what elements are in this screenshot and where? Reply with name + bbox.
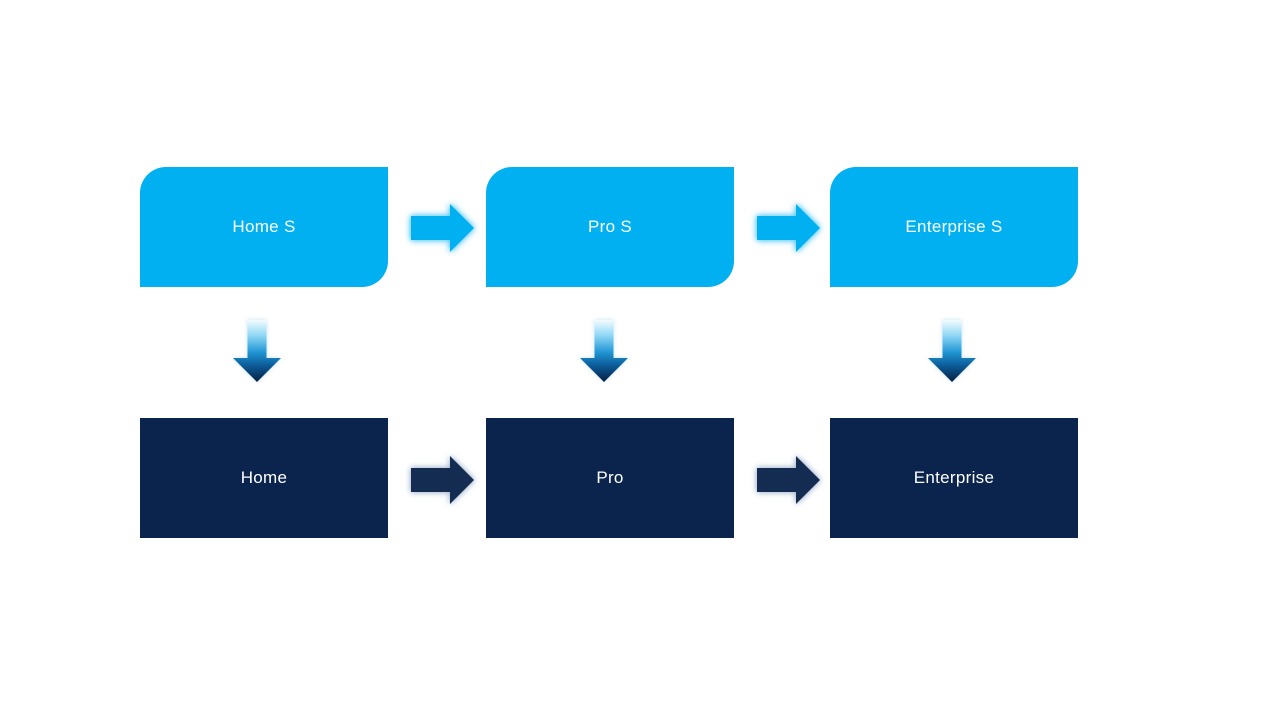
right-arrow-icon bbox=[411, 456, 474, 504]
right-arrow-shape bbox=[757, 456, 820, 504]
down-arrow-shape bbox=[580, 320, 628, 382]
box-enterprise-label: Enterprise bbox=[913, 468, 995, 487]
right-arrow-shape bbox=[411, 456, 474, 504]
box-pro-s: Pro S bbox=[486, 167, 734, 287]
box-home-s-label: Home S bbox=[232, 217, 296, 236]
right-arrow-icon bbox=[757, 204, 820, 252]
down-arrow-shape bbox=[928, 320, 976, 382]
box-pro-s-label: Pro S bbox=[587, 217, 633, 236]
box-home: Home bbox=[140, 418, 388, 538]
box-home-label: Home bbox=[240, 468, 288, 487]
down-arrow-icon bbox=[233, 320, 281, 382]
down-arrow-shape bbox=[233, 320, 281, 382]
down-arrow-icon bbox=[928, 320, 976, 382]
box-pro: Pro bbox=[486, 418, 734, 538]
box-pro-label: Pro bbox=[596, 468, 624, 487]
box-enterprise-s: Enterprise S bbox=[830, 167, 1078, 287]
box-home-s: Home S bbox=[140, 167, 388, 287]
box-enterprise: Enterprise bbox=[830, 418, 1078, 538]
right-arrow-shape bbox=[757, 204, 820, 252]
right-arrow-icon bbox=[411, 204, 474, 252]
right-arrow-icon bbox=[757, 456, 820, 504]
box-enterprise-s-label: Enterprise S bbox=[905, 217, 1003, 236]
right-arrow-shape bbox=[411, 204, 474, 252]
down-arrow-icon bbox=[580, 320, 628, 382]
